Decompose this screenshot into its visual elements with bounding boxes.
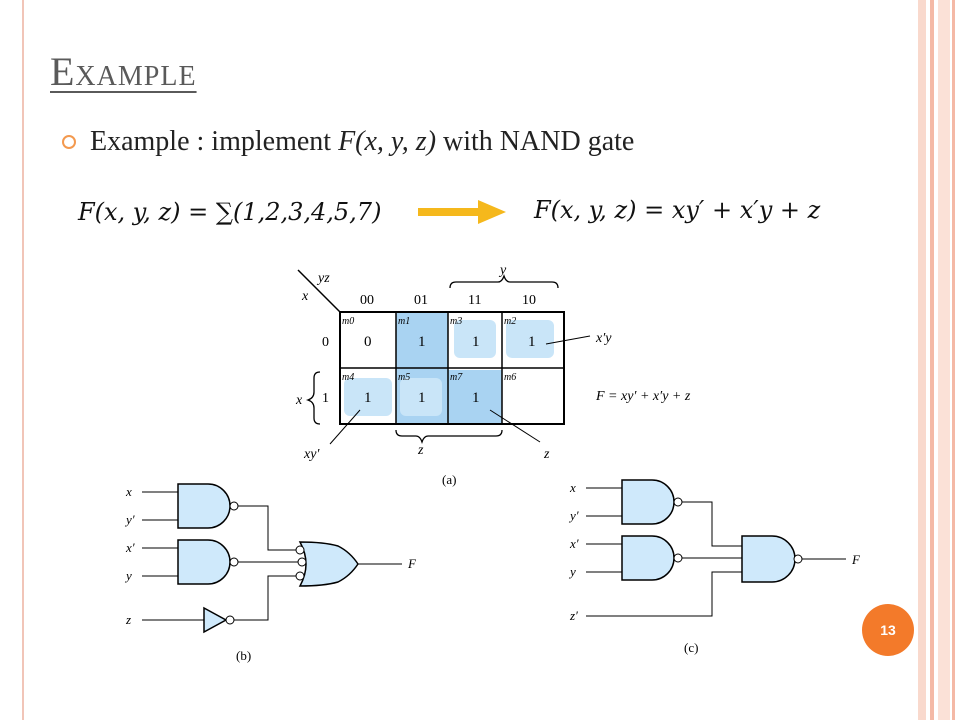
circuit-c-input-xp: x′ (569, 536, 579, 551)
group-xpy-m3 (454, 320, 496, 358)
kmap-figure: yz x 00 01 11 10 y 0 1 x m0 m1 m3 m2 m4 … (284, 262, 732, 492)
circuit-c-nand-gate-1 (621, 479, 675, 525)
decor-stripe-2 (930, 0, 934, 720)
circuit-b-figure: x y′ x′ y z F (b) (122, 476, 422, 664)
circuit-b-input-yp: y′ (124, 512, 135, 527)
circuit-c-bubble-3 (793, 554, 803, 564)
bullet-suffix: with NAND gate (436, 126, 635, 157)
group-xyp-m5 (400, 378, 442, 416)
formula-simplified: F(x, y, z) = xy′ + x′y + z (534, 196, 821, 224)
corner-label-yz: yz (316, 271, 330, 286)
circuit-c-nand-gate-2 (621, 535, 675, 581)
minterm-m2: m2 (504, 316, 516, 327)
circuit-b-or-gate (298, 541, 359, 587)
cell-m4: 1 (364, 390, 372, 406)
circuit-c-bubble-2 (673, 553, 683, 563)
minterm-m4: m4 (342, 372, 354, 383)
col-header-10: 10 (522, 293, 536, 308)
bullet-args: (x, y, z) (355, 126, 437, 157)
minterm-m7: m7 (450, 372, 463, 383)
bullet-text: Example : implement F(x, y, z) with NAND… (90, 126, 634, 158)
z-label: z (417, 443, 424, 458)
cell-m7: 1 (472, 390, 480, 406)
x-brace (305, 371, 321, 425)
circuit-c-bubble-1 (673, 497, 683, 507)
circuit-b-input-y: y (124, 568, 132, 583)
circuit-b-input-z: z (125, 612, 131, 627)
decor-stripe-1 (918, 0, 926, 720)
caption-a: (a) (442, 472, 456, 487)
col-header-01: 01 (414, 293, 428, 308)
group-z-m7 (448, 370, 502, 424)
label-z-pointer: z (543, 447, 550, 462)
z-brace (395, 429, 503, 445)
circuit-b-input-x: x (125, 484, 132, 499)
circuit-c-figure: x y′ x′ y z′ F (c) (566, 474, 866, 662)
row-header-0: 0 (322, 335, 329, 350)
cell-m2: 1 (528, 334, 536, 350)
circuit-c-input-y: y (568, 564, 576, 579)
bullet-item: Example : implement F(x, y, z) with NAND… (62, 124, 634, 160)
circuit-b-inverter (203, 606, 228, 634)
minterm-m0: m0 (342, 316, 354, 327)
minterm-m6: m6 (504, 372, 516, 383)
bullet-prefix: Example : implement (90, 126, 339, 157)
caption-c: (c) (684, 640, 698, 655)
corner-label-x: x (301, 289, 309, 304)
circuit-c-input-zp: z′ (569, 608, 578, 623)
right-arrow-icon (418, 200, 506, 224)
circuit-c-input-yp: y′ (568, 508, 579, 523)
circuit-b-output: F (407, 556, 417, 571)
bullet-ring-icon (62, 135, 76, 149)
circuit-b-bubble-1 (229, 501, 239, 511)
minterm-m1: m1 (398, 316, 410, 327)
group-xyp-m4 (344, 378, 392, 416)
circuit-b-nand-gate-1 (177, 483, 231, 529)
x-label: x (295, 393, 303, 408)
caption-b: (b) (236, 648, 251, 663)
cell-m3: 1 (472, 334, 480, 350)
formula-sum-of-minterms: F(x, y, z) = ∑(1,2,3,4,5,7) (78, 198, 382, 226)
circuit-c-input-x: x (569, 480, 576, 495)
decor-stripe-3 (938, 0, 950, 720)
minterm-m5: m5 (398, 372, 410, 383)
left-border-line (22, 0, 24, 720)
cell-m0: 0 (364, 334, 372, 350)
label-xpy: x′y (595, 331, 612, 346)
circuit-b-bubble-2 (229, 557, 239, 567)
y-brace (449, 273, 559, 289)
circuit-c-output: F (851, 552, 861, 567)
row-header-1: 1 (322, 391, 329, 406)
cell-m1: 1 (418, 334, 426, 350)
col-header-00: 00 (360, 293, 374, 308)
decor-stripe-4 (952, 0, 955, 720)
circuit-c-nand-gate-3 (741, 535, 796, 583)
y-label: y (498, 263, 507, 278)
label-xyp: xy′ (303, 447, 320, 462)
circuit-b-bubble-inv (225, 615, 235, 625)
slide-title: Example (50, 49, 197, 94)
circuit-b-nand-gate-2 (177, 539, 231, 585)
kmap-equation: F = xy′ + x′y + z (595, 389, 691, 404)
page-number-badge: 13 (862, 604, 914, 656)
col-header-11: 11 (468, 293, 481, 308)
bullet-func: F (338, 126, 356, 157)
cell-m5: 1 (418, 390, 426, 406)
group-xpy-m2 (506, 320, 554, 358)
circuit-b-input-xp: x′ (125, 540, 135, 555)
minterm-m3: m3 (450, 316, 462, 327)
